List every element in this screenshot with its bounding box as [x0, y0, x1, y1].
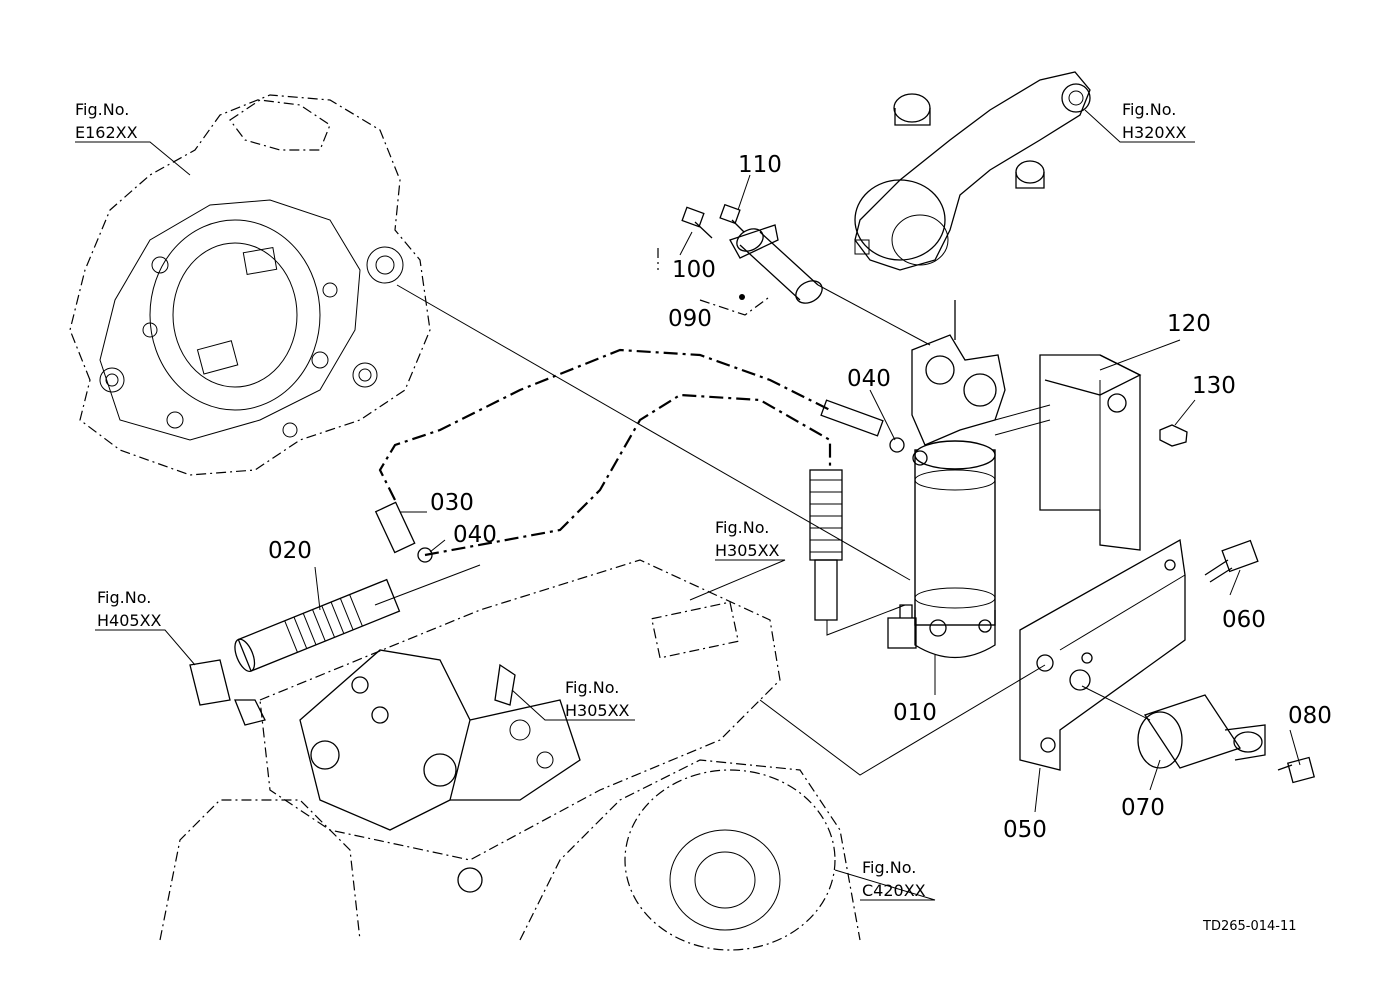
part-label-070: 070: [1121, 795, 1165, 821]
part-label-010: 010: [893, 700, 937, 726]
hydraulic-block-drawing: [159, 559, 861, 951]
lift-rod-090-drawing: [657, 203, 931, 346]
lift-arm-drawing: [854, 71, 1091, 271]
fig-ref-e162: Fig.No. E162XX: [75, 100, 138, 142]
bracket-050-drawing: [1019, 538, 1316, 784]
lift-cylinder-010-drawing: [887, 300, 1051, 659]
cover-plate-120-drawing: [1039, 354, 1188, 551]
part-label-040-upper: 040: [847, 366, 891, 392]
part-label-120: 120: [1167, 311, 1211, 337]
part-label-130: 130: [1192, 373, 1236, 399]
fig-ref-c420: Fig.No. C420XX: [862, 858, 926, 900]
part-label-040-lower: 040: [453, 522, 497, 548]
part-label-110: 110: [738, 152, 782, 178]
fig-ref-c420-prefix: Fig.No.: [862, 858, 916, 877]
fig-ref-h405-prefix: Fig.No.: [97, 588, 151, 607]
fig-ref-h405: Fig.No. H405XX: [97, 588, 162, 630]
fig-ref-h405-number: H405XX: [97, 611, 162, 630]
fig-ref-h305a: Fig.No. H305XX: [715, 518, 780, 560]
fig-ref-h305a-prefix: Fig.No.: [715, 518, 769, 537]
fig-ref-h305b-number: H305XX: [565, 701, 630, 720]
part-label-060: 060: [1222, 607, 1266, 633]
fig-ref-h320: Fig.No. H320XX: [1122, 100, 1187, 142]
transmission-housing-drawing: [69, 94, 431, 476]
figure-code: TD265-014-11: [1202, 919, 1297, 934]
part-label-050: 050: [1003, 817, 1047, 843]
fig-ref-h305a-number: H305XX: [715, 541, 780, 560]
fig-ref-h305b: Fig.No. H305XX: [565, 678, 630, 720]
part-label-090: 090: [668, 306, 712, 332]
part-label-080: 080: [1288, 703, 1332, 729]
fig-ref-h320-number: H320XX: [1122, 123, 1187, 142]
leader-lines: [75, 109, 1301, 901]
part-label-020: 020: [268, 538, 312, 564]
part-label-030: 030: [430, 490, 474, 516]
fig-ref-c420-number: C420XX: [862, 881, 926, 900]
fig-ref-e162-prefix: Fig.No.: [75, 100, 129, 119]
fig-ref-h305b-prefix: Fig.No.: [565, 678, 619, 697]
part-label-100: 100: [672, 257, 716, 283]
cable-assembly-drawing: [234, 348, 928, 672]
fig-ref-e162-number: E162XX: [75, 123, 138, 142]
fig-ref-h320-prefix: Fig.No.: [1122, 100, 1176, 119]
